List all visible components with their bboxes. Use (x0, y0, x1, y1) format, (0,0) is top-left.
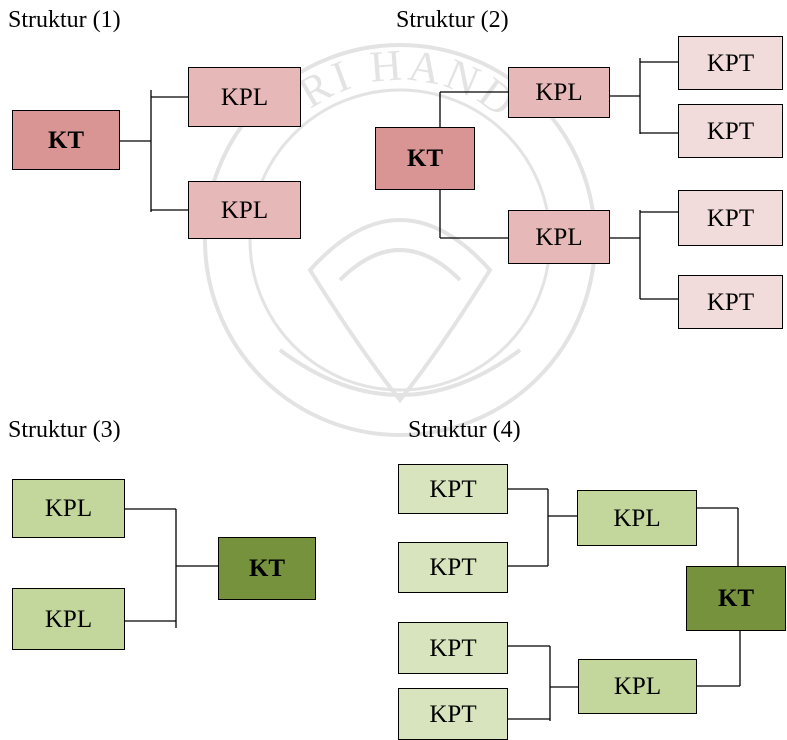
structure-1-title: Struktur (1) (8, 7, 121, 33)
s2-kpt-node-2: KPT (678, 104, 783, 158)
s4-kpt-node-2: KPT (398, 542, 508, 593)
s2-kpl-top-node: KPL (508, 67, 610, 118)
structure-2-title: Struktur (2) (396, 7, 509, 33)
s2-kpl-bottom-node: KPL (508, 210, 610, 264)
s4-kt-node: KT (686, 566, 786, 631)
s4-kpt-node-4: KPT (398, 688, 508, 740)
s2-kt-node: KT (375, 127, 475, 190)
s4-kpt-node-1: KPT (398, 464, 508, 514)
structure-3-title: Struktur (3) (8, 417, 121, 443)
structure-4-title: Struktur (4) (408, 417, 521, 443)
s1-kpl-top-node: KPL (188, 67, 301, 127)
s2-kpt-node-3: KPT (678, 190, 783, 246)
s4-kpt-node-3: KPT (398, 622, 508, 674)
university-seal-watermark: URI HAND (203, 40, 597, 437)
s2-kpt-node-1: KPT (678, 36, 783, 90)
s4-kpl-bottom-node: KPL (578, 659, 697, 714)
s2-kpt-node-4: KPT (678, 275, 783, 329)
s3-kt-node: KT (218, 537, 316, 600)
s1-kt-node: KT (12, 110, 120, 170)
s1-kpl-bottom-node: KPL (188, 181, 301, 239)
s3-kpl-bottom-node: KPL (12, 588, 125, 650)
s3-kpl-top-node: KPL (12, 479, 125, 538)
s4-kpl-top-node: KPL (577, 490, 697, 546)
